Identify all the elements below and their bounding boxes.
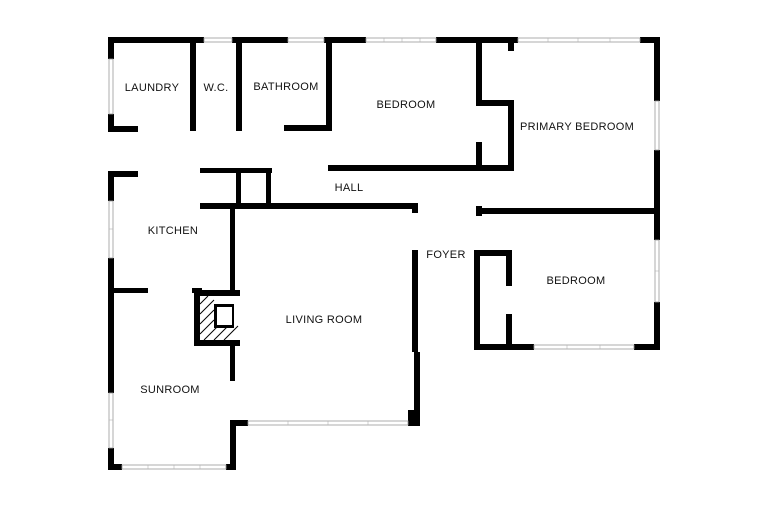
wall-left-kitchen-top [108,171,114,201]
label-foyer: FOYER [426,249,465,261]
window-left-sunroom [108,392,114,449]
wall-closet-mid [236,168,241,208]
wall-sunroom-right-lower [230,420,236,470]
wall-primary-closet-top [508,37,514,51]
wall-left-kitchen-bottom [108,258,114,294]
wall-sunroom-right-upper [230,345,235,381]
wall-top-left [108,37,204,43]
wall-living-top-right-stub [412,203,418,213]
wall-left-sunroom-bottom [108,448,114,470]
window-left-laundry [108,58,114,115]
label-laundry: LAUNDRY [125,82,180,94]
wall-bed-right-bottom [476,142,482,171]
wall-bedroom-closet-left [474,250,480,350]
wall-closet-right [266,168,271,208]
wall-kitchen-top [108,171,138,177]
wall-closet-h [476,100,514,106]
label-bathroom: BATHROOM [253,81,318,93]
wall-laundry-bottom [108,126,138,132]
wall-bedroom-closet-right [506,250,512,286]
window-top-primary [517,37,641,43]
label-sunroom: SUNROOM [140,384,200,396]
wall-top-wc [232,37,288,43]
wall-living-right-upper [412,250,418,352]
wall-living-bottom-left [230,420,248,426]
label-wc: W.C. [203,82,228,94]
wall-right-top [654,37,660,101]
window-top-bath [287,37,325,43]
wall-sunroom-bottom-left [108,464,122,470]
label-living-room: LIVING ROOM [286,314,363,326]
walls [108,37,660,470]
window-bedroom-bottom [533,344,635,350]
wall-hall-living [200,203,418,209]
label-bedroom-top: BEDROOM [377,99,436,111]
wall-top-bath [324,37,366,43]
wall-wc-bath [236,37,242,131]
wall-living-right-lower [414,352,420,426]
label-hall: HALL [335,182,364,194]
wall-left-laundry-bottom [108,114,114,132]
wall-foyer-stub [476,206,482,216]
wall-primary-bedroom [476,208,660,214]
label-bedroom-right: BEDROOM [547,275,606,287]
wall-bedroom-closet-top [474,250,512,256]
label-kitchen: KITCHEN [148,225,198,237]
wall-laundry-wc [190,37,196,131]
wall-kitchen-sunroom [108,288,148,293]
window-top-bed [365,37,437,43]
wall-bedroom-closet-right-low [506,314,512,350]
room-labels: LAUNDRY W.C. BATHROOM BEDROOM PRIMARY BE… [125,81,634,396]
window-top-wc [203,37,233,43]
wall-primary-closet [508,100,514,171]
wall-bed-bottom [328,165,512,171]
wall-top-primary [640,37,660,43]
wall-right-mid [654,150,660,240]
window-left-kitchen [108,200,114,259]
wall-kitchen-living [230,204,235,290]
wall-bath-bed [326,37,332,131]
wall-bed-right-top [476,37,482,105]
label-primary-bedroom: PRIMARY BEDROOM [520,121,634,133]
wall-right-bottom [654,302,660,350]
window-right-primary [654,100,660,151]
wall-left-sunroom-top [108,288,114,393]
windows [108,37,660,470]
wall-left-laundry-top [108,37,114,59]
wall-bedroom-bottom-left [474,344,534,350]
wall-bath-bottom [284,125,332,131]
fireplace [194,290,240,346]
wall-bedroom-bottom-right [634,344,660,350]
